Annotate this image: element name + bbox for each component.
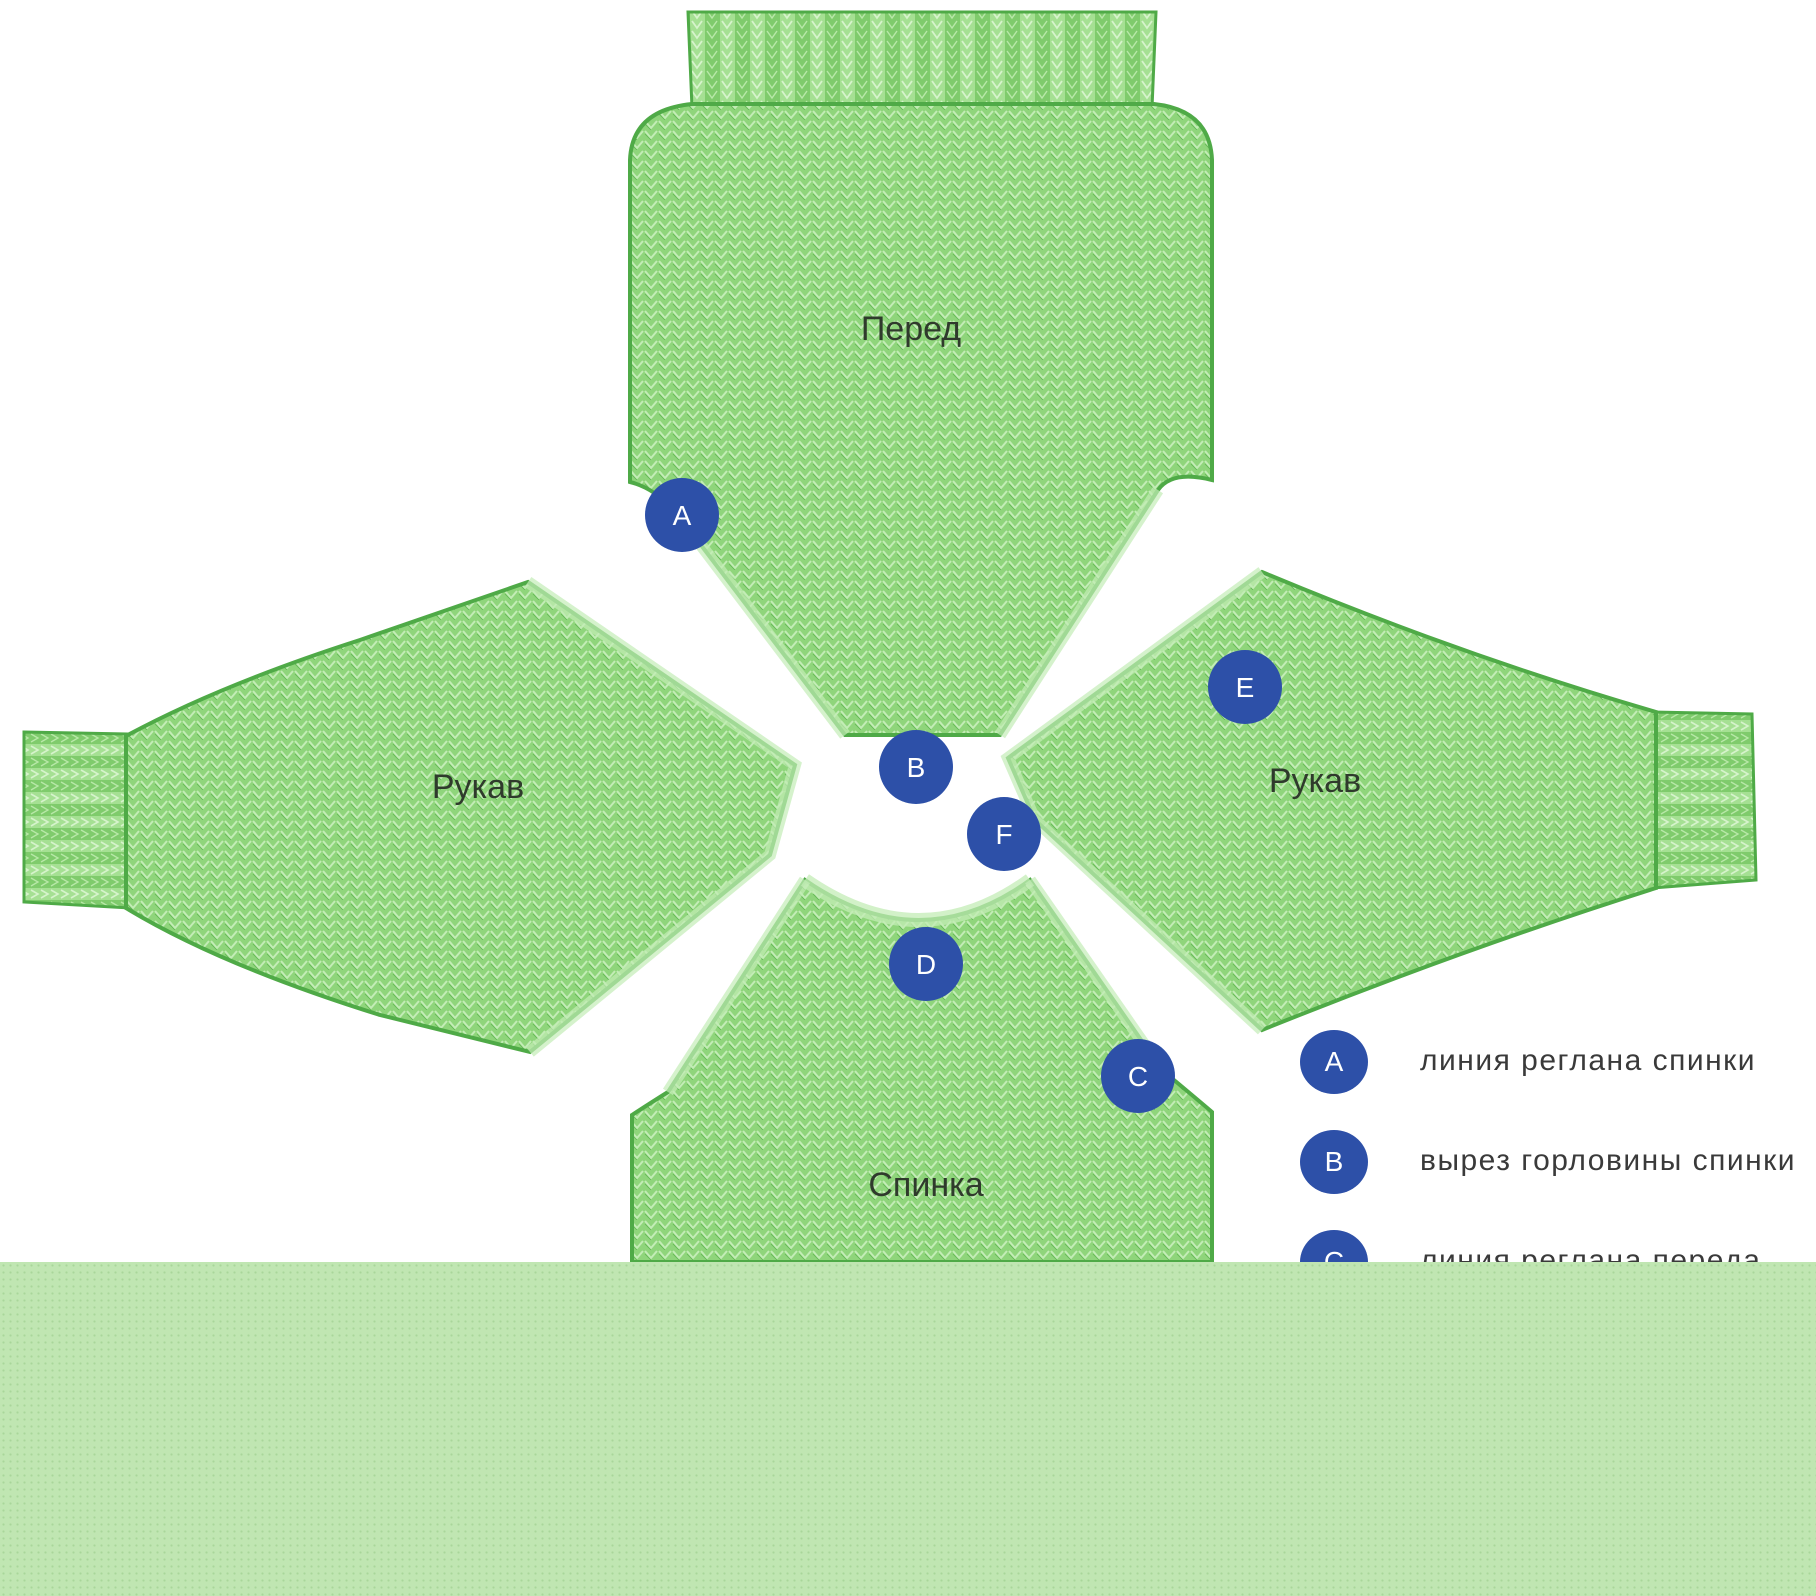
legend-item-b: B вырез горловины спинки [1300, 1130, 1816, 1194]
front-label: Перед [861, 310, 961, 348]
left-sleeve-piece: Рукав [22, 577, 802, 1057]
front-raglan-edge-right [994, 486, 1164, 739]
bottom-overlay-band [0, 1262, 1816, 1596]
marker-e: E [1208, 650, 1282, 724]
marker-d: D [889, 927, 963, 1001]
legend-marker-a: A [1300, 1030, 1368, 1094]
right-sleeve-body [1005, 569, 1658, 1033]
marker-a-letter: A [673, 500, 692, 531]
right-sleeve-label: Рукав [1269, 762, 1361, 800]
front-body [628, 102, 1214, 737]
marker-e-letter: E [1236, 672, 1255, 703]
legend-marker-b: B [1300, 1130, 1368, 1194]
back-neckline-edge [801, 874, 1035, 927]
right-sleeve-piece: Рукав [1000, 567, 1758, 1035]
back-raglan-edge-right [1025, 876, 1167, 1074]
front-piece: Перед [628, 10, 1214, 739]
marker-b-letter: B [907, 752, 926, 783]
marker-f: F [967, 797, 1041, 871]
back-label: Спинка [868, 1166, 983, 1204]
marker-c-letter: C [1128, 1061, 1148, 1092]
left-sleeve-cuff [22, 730, 132, 910]
legend-text-a: линия реглана спинки [1420, 1044, 1757, 1077]
left-sleeve-body [124, 579, 798, 1055]
marker-f-letter: F [995, 819, 1012, 850]
front-raglan-edge-left [683, 524, 850, 739]
marker-b: B [879, 730, 953, 804]
left-sleeve-label: Рукав [432, 768, 524, 806]
marker-c: C [1101, 1039, 1175, 1113]
left-sleeve-raglan-edge [524, 577, 802, 1057]
back-raglan-edge-left [662, 876, 811, 1096]
marker-d-letter: D [916, 949, 936, 980]
back-piece: Спинка [630, 874, 1214, 1264]
legend-item-a: A линия реглана спинки [1300, 1030, 1816, 1094]
marker-a: A [645, 478, 719, 552]
legend-text-b: вырез горловины спинки [1420, 1144, 1797, 1177]
right-sleeve-raglan-edge [1000, 567, 1267, 1035]
front-neck-ribbing [686, 10, 1158, 110]
right-sleeve-cuff [1650, 710, 1758, 890]
